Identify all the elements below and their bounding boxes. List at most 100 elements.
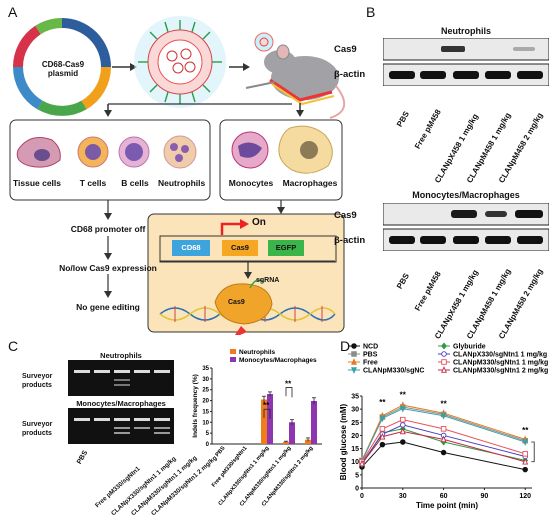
gel1-title: Neutrophils (100, 351, 142, 360)
gel-monocytes (68, 408, 174, 444)
bar (283, 441, 289, 444)
sig-label: ** (379, 398, 386, 407)
nanoparticle-icon (134, 16, 226, 108)
y-tick-label: 25 (202, 388, 209, 394)
sig-label: ** (400, 390, 407, 399)
cell-label-t: T cells (79, 178, 107, 188)
monocyte-icon (231, 131, 269, 169)
sig-bracket (263, 408, 271, 420)
flow-low-cas9: No/low Cas9 expression (59, 263, 157, 273)
blot1-lane-1: PBS (395, 109, 412, 129)
surveyor-label-2-line2: products (22, 430, 52, 437)
data-point (399, 427, 406, 435)
sig-bracket (285, 387, 293, 398)
data-point (522, 457, 529, 465)
gel-lane-2: Free pM330/sgNtn1 (94, 465, 142, 510)
legend-swatch (230, 349, 236, 354)
y-tick-label: 5 (206, 431, 210, 437)
data-point (379, 415, 386, 423)
data-point (441, 342, 447, 350)
blot2-lane-2: Free pM458 (413, 269, 443, 313)
y-tick-label: 10 (202, 420, 209, 426)
cell-label-monocytes: Monocytes (228, 178, 274, 188)
x-tick-label: 90 (481, 493, 489, 500)
western-blot-monocytes (383, 203, 549, 251)
blot1-lanes: PBS Free pM458 CLANpX458 1 mg/kg CLANpM4… (383, 94, 549, 189)
flow-no-editing: No gene editing (76, 302, 140, 312)
x-tick-label: 120 (519, 493, 531, 500)
panel-letter-a: A (8, 4, 18, 20)
data-point (351, 358, 357, 365)
mouse-icon (264, 44, 346, 119)
data-point (400, 416, 406, 423)
gel-lane-1: PBS (76, 449, 90, 466)
bar (261, 399, 267, 444)
y-tick-label: 30 (351, 407, 359, 414)
plasmid-icon (12, 17, 111, 116)
blot2-row-cas9: Cas9 (334, 210, 357, 221)
gel-lanes: PBS Free pM330/sgNtn1 CLANpX330/sgNtn1 1… (68, 448, 218, 517)
data-point (441, 359, 447, 365)
b-cell-icon (118, 136, 150, 168)
panel-letter-d: D (340, 338, 351, 354)
y-axis-label: Blood glucose (mM) (339, 403, 348, 480)
legend-label: Monocytes/Macrophages (239, 357, 317, 364)
tissue-cell-icon (16, 137, 61, 168)
data-point (351, 343, 357, 349)
data-point (522, 439, 529, 446)
cell-label-b: B cells (121, 178, 149, 188)
y-tick-label: 0 (355, 486, 359, 493)
data-point (379, 426, 386, 432)
legend-label: Glyburide (453, 344, 486, 351)
neutrophil-icon (163, 135, 197, 169)
panel-letter-b: B (366, 4, 376, 20)
surveyor-label-1-line1: Surveyor (22, 373, 53, 380)
cell-label-macrophages: Macrophages (282, 178, 338, 188)
panel-a-schematic (9, 16, 346, 335)
x-tick-label: 60 (440, 493, 448, 500)
x-tick-label: PBS (215, 445, 227, 458)
sig-label: ** (522, 426, 529, 435)
blot2-lanes: PBS Free pM458 CLANpX458 1 mg/kg CLANpM4… (383, 258, 549, 340)
legend-label: CLANpM330/sgNtn1 1 mg/kg (453, 360, 548, 367)
bar (305, 439, 311, 444)
data-point (441, 366, 447, 373)
legend-label: PBS (363, 352, 378, 359)
data-point (379, 432, 386, 440)
data-point (351, 367, 357, 374)
legend-label: NCD (363, 344, 378, 351)
data-point (440, 426, 447, 432)
cas9-protein-icon (214, 279, 273, 325)
bar (289, 422, 295, 444)
blot2-title: Monocytes/Macrophages (412, 190, 520, 200)
sig-label: ** (440, 400, 447, 409)
y-tick-label: 0 (206, 442, 210, 448)
western-blot-neutrophils (383, 38, 549, 86)
blot2-row-actin: β-actin (334, 235, 366, 246)
data-point (400, 422, 406, 428)
y-tick-label: 15 (351, 446, 359, 453)
bar (311, 401, 317, 444)
y-tick-label: 5 (355, 472, 359, 479)
data-point (379, 441, 386, 448)
data-point (359, 459, 365, 467)
data-point (522, 466, 528, 473)
y-axis-label: Indels frequency (%) (192, 374, 199, 438)
panel-letter-c: C (8, 338, 19, 354)
plasmid-label-line1: CD68-Cas9 (41, 60, 85, 69)
y-tick-label: 35 (202, 366, 209, 372)
data-point (441, 351, 447, 357)
gel2-title: Monocytes/Macrophages (76, 399, 166, 408)
data-point (440, 412, 447, 420)
legend-label: Neutrophils (239, 349, 275, 356)
legend-label: Free (363, 360, 378, 367)
blot2-lane-1: PBS (395, 271, 412, 291)
blot1-row-cas9: Cas9 (334, 44, 357, 55)
sig-label: ** (285, 379, 292, 388)
on-label: On (252, 217, 266, 228)
cassette-cas9: Cas9 (231, 243, 249, 252)
t-cell-icon (77, 136, 109, 168)
y-tick-label: 20 (351, 433, 359, 440)
